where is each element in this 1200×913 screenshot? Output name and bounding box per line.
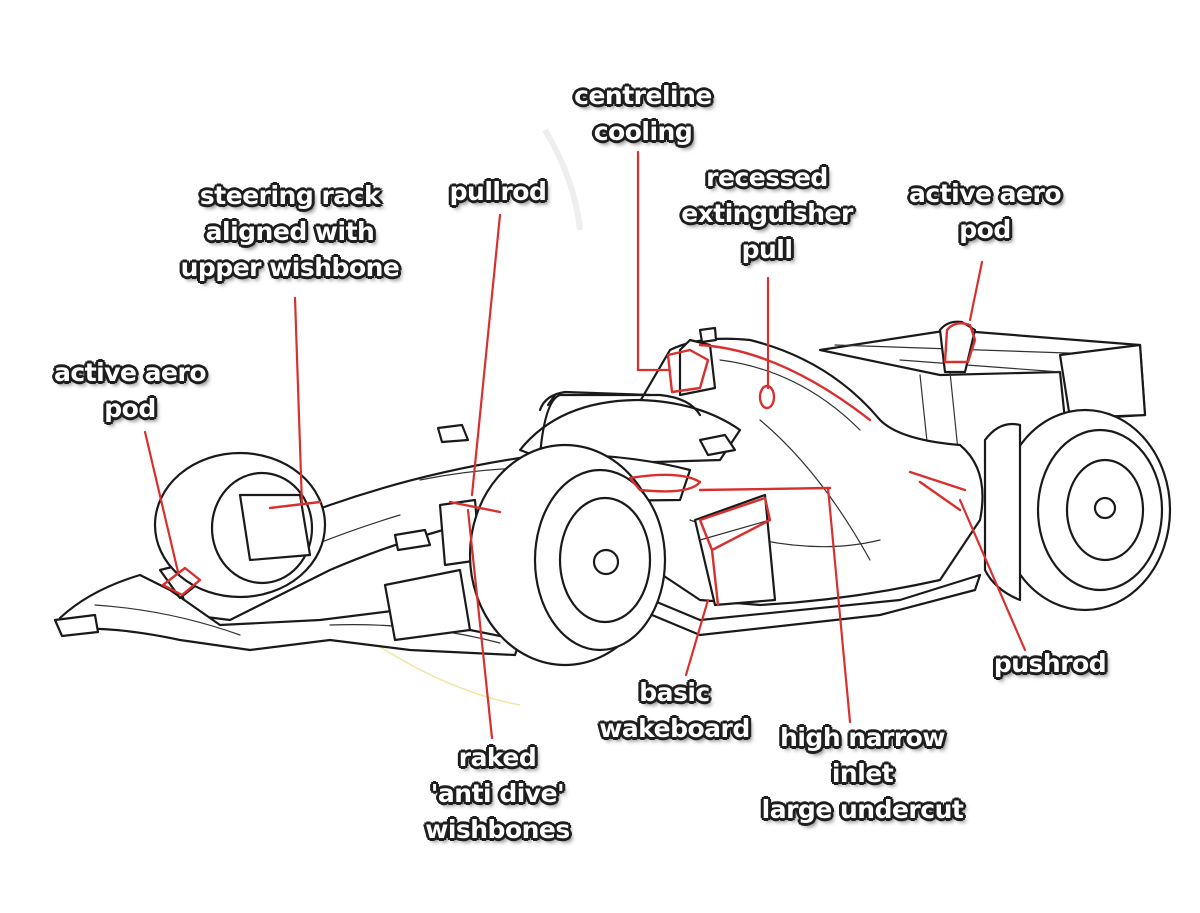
label-pullrod: pullrod: [438, 174, 558, 210]
undercut-highlight: [698, 486, 832, 492]
label-basic-wakeboard: basic wakeboard: [592, 675, 757, 747]
centreline-cooling-highlight: [666, 348, 710, 394]
label-active-aero-pod-rear: active aero pod: [900, 176, 1070, 248]
label-line: wakeboard: [599, 714, 750, 743]
wakeboard-highlight: [698, 496, 772, 552]
label-line: steering rack: [199, 181, 381, 210]
label-line: 'anti dive': [430, 779, 565, 808]
label-line: wishbones: [425, 815, 570, 844]
label-pushrod: pushrod: [985, 646, 1115, 682]
leader-pushrod: [958, 498, 1027, 652]
rear-aero-pod-highlight: [943, 322, 977, 364]
label-line: inlet: [831, 759, 894, 788]
label-line: raked: [458, 743, 537, 772]
label-recessed-extinguisher-pull: recessed extinguisher pull: [672, 160, 862, 268]
label-line: extinguisher: [681, 199, 853, 228]
rear-wheel: [983, 408, 1172, 612]
label-high-narrow-inlet: high narrow inlet large undercut: [755, 720, 970, 828]
label-line: pullrod: [449, 177, 547, 206]
engine-cover-highlight: [698, 343, 872, 422]
label-centreline-cooling: centreline cooling: [568, 78, 718, 150]
label-line: cooling: [593, 117, 693, 146]
pushrod-highlight: [908, 470, 967, 512]
wakeboard-edge-highlight: [710, 548, 720, 607]
leader-front-aero-pod: [143, 430, 180, 574]
label-line: upper wishbone: [180, 253, 400, 282]
front-wing: [53, 563, 522, 657]
construction-stroke: [542, 128, 583, 231]
front-left-wheel: [153, 451, 327, 599]
front-right-wheel: [468, 443, 667, 667]
label-line: large undercut: [761, 795, 964, 824]
label-line: pod: [959, 215, 1011, 244]
label-line: pod: [104, 394, 156, 423]
label-line: high narrow: [780, 723, 945, 752]
label-line: pull: [741, 235, 793, 264]
leader-lines: [143, 150, 1027, 740]
label-line: active aero: [54, 358, 207, 387]
label-line: pushrod: [993, 649, 1107, 678]
label-line: centreline: [574, 81, 712, 110]
steering-rack-highlight: [268, 500, 322, 510]
label-line: recessed: [706, 163, 828, 192]
anti-dive-wishbone-highlight: [448, 500, 502, 514]
front-aero-pod-highlight: [161, 566, 202, 597]
bodywork: [598, 326, 984, 607]
leader-anti-dive: [466, 508, 494, 740]
rear-wing: [818, 320, 1147, 471]
label-steering-rack: steering rack aligned with upper wishbon…: [175, 178, 405, 286]
leader-steering-rack: [293, 296, 304, 507]
inlet-highlight: [628, 473, 702, 493]
label-line: aligned with: [205, 217, 375, 246]
leader-inlet: [826, 486, 852, 724]
label-line: active aero: [909, 179, 1062, 208]
label-raked-anti-dive-wishbones: raked 'anti dive' wishbones: [415, 740, 580, 848]
leader-rear-aero-pod: [968, 260, 984, 322]
leader-pullrod: [470, 213, 502, 497]
label-active-aero-pod-front: active aero pod: [45, 355, 215, 427]
part-highlights: [161, 322, 977, 607]
leader-centreline-cooling: [636, 150, 670, 372]
label-line: basic: [639, 678, 710, 707]
leader-wakeboard: [684, 598, 710, 677]
